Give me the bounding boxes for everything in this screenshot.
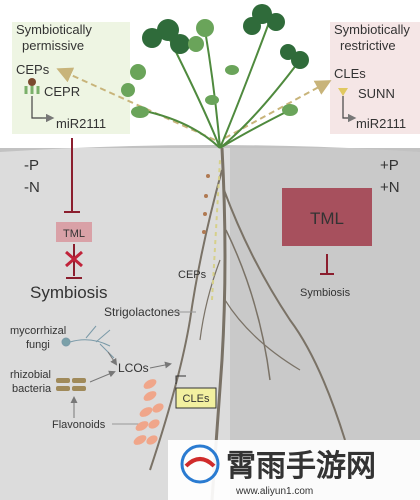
rhizobial-bacteria-label-line1: rhizobial <box>10 369 51 381</box>
left-mirna-label: miR2111 <box>56 116 106 131</box>
permissive-title-line2: permissive <box>22 38 84 53</box>
rhizobial-bacteria-icon <box>56 378 86 391</box>
cles-promoter-arrow <box>175 375 186 384</box>
flavonoids-label: Flavonoids <box>52 419 106 431</box>
root-system-illustration <box>149 147 346 500</box>
root-nodules-illustration <box>133 379 164 445</box>
minus-n-label: -N <box>24 179 40 196</box>
watermark-brand-text: 霄雨手游网 <box>226 449 376 484</box>
watermark-logo-icon <box>180 444 220 484</box>
cles-ligand-label: CLEs <box>334 66 366 81</box>
bacteria-to-lcos-arrow <box>89 370 116 383</box>
rhizobial-bacteria-label-line2: bacteria <box>12 383 52 395</box>
sunn-receptor-icon <box>338 88 357 123</box>
plus-n-label: +N <box>380 179 400 196</box>
mycorrhizal-fungi-label-line2: fungi <box>26 339 50 351</box>
soil-surface <box>0 145 420 152</box>
tml-label-left: TML <box>63 228 85 240</box>
fungi-to-lcos-arrow <box>107 351 118 366</box>
tml-label-right: TML <box>310 209 344 228</box>
watermark-url-text: www.aliyun1.com <box>235 486 313 497</box>
cles-box-label: CLEs <box>183 393 210 405</box>
restrictive-title-line2: restrictive <box>340 38 396 53</box>
mycorrhizal-fungi-label-line1: mycorrhizal <box>10 325 66 337</box>
cepr-receptor-icon <box>24 78 55 123</box>
plus-p-label: +P <box>380 157 399 174</box>
tml-box-left <box>56 222 92 242</box>
right-mirna-label: miR2111 <box>356 116 406 131</box>
plant-shoot-illustration <box>121 4 309 149</box>
inhibition-blocked-x-icon <box>65 244 83 279</box>
lcos-to-root-arrow <box>149 361 172 369</box>
restrictive-panel <box>330 22 420 134</box>
symbiosis-label-right: Symbiosis <box>300 287 351 299</box>
cles-box <box>175 387 217 409</box>
tml-repression-line-right <box>320 254 334 275</box>
cepr-receptor-label: CEPR <box>44 84 80 99</box>
symbiosis-label-left: Symbiosis <box>30 283 107 302</box>
lcos-label: LCOs <box>118 361 149 375</box>
ceps-ligand-label: CEPs <box>16 62 50 77</box>
ceps-shoot-signal-arrow <box>56 67 216 141</box>
tml-box-right <box>282 188 372 246</box>
fungal-hyphae-icon <box>61 325 115 359</box>
cep-signal-dots <box>202 174 210 234</box>
strigolactones-label: Strigolactones <box>104 305 180 319</box>
ceps-root-label: CEPs <box>178 269 207 281</box>
sunn-receptor-label: SUNN <box>358 86 395 101</box>
minus-p-label: -P <box>24 157 39 174</box>
permissive-title-line1: Symbiotically <box>16 22 92 37</box>
restrictive-title-line1: Symbiotically <box>334 22 410 37</box>
